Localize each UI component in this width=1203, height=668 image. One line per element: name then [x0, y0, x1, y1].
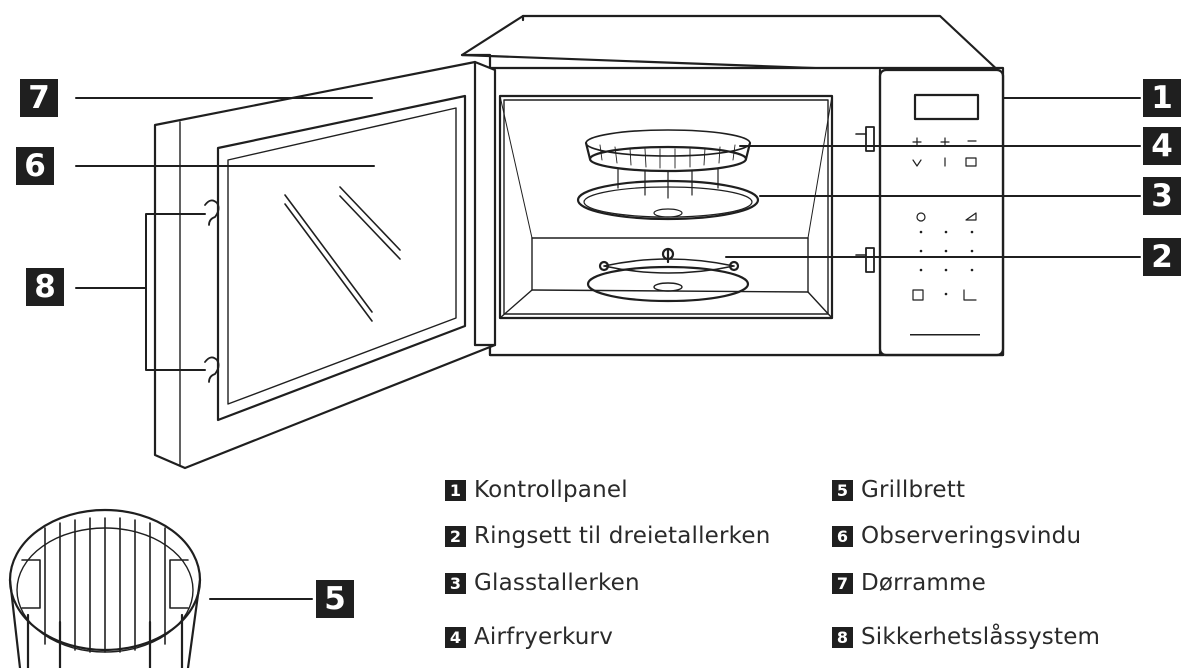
callout-2: 2 [1143, 238, 1181, 276]
callout-7: 7 [20, 79, 58, 117]
latch-slot-upper [865, 126, 875, 152]
callout-5: 5 [316, 580, 354, 618]
legend-badge: 8 [832, 626, 853, 648]
callout-3: 3 [1143, 177, 1181, 215]
grill-rack [8, 508, 202, 668]
legend-badge: 1 [445, 479, 466, 501]
microwave-body [460, 14, 1005, 357]
legend-label: Grillbrett [861, 477, 966, 503]
legend-label: Kontrollpanel [474, 477, 628, 503]
legend-badge: 6 [832, 525, 853, 547]
legend-item: 5 Grillbrett [832, 477, 965, 503]
latch-slot-lower [865, 247, 875, 273]
airfryer-basket [584, 129, 752, 199]
door-hooks [204, 199, 220, 383]
legend-label: Glasstallerken [474, 570, 640, 596]
leader-lines [75, 97, 1141, 600]
oven-cavity [498, 94, 834, 320]
legend-item: 8 Sikkerhetslåssystem [832, 624, 1100, 650]
glass-plate [576, 179, 760, 221]
legend-label: Observeringsvindu [861, 523, 1082, 549]
legend-label: Ringsett til dreietallerken [474, 523, 771, 549]
callout-1: 1 [1143, 79, 1181, 117]
legend-label: Airfryerkurv [474, 624, 614, 650]
legend-item: 6 Observeringsvindu [832, 523, 1081, 549]
legend-badge: 4 [445, 626, 466, 648]
callout-4: 4 [1143, 127, 1181, 165]
legend-badge: 2 [445, 525, 466, 547]
observation-window [216, 94, 467, 422]
legend-item: 1 Kontrollpanel [445, 477, 628, 503]
callout-8: 8 [26, 268, 64, 306]
door [153, 60, 497, 470]
legend-badge: 5 [832, 479, 853, 501]
legend-item: 3 Glasstallerken [445, 570, 640, 596]
legend-label: Dørramme [861, 570, 986, 596]
callout-6: 6 [16, 147, 54, 185]
control-panel [878, 68, 1005, 357]
legend-badge: 3 [445, 572, 466, 594]
legend-item: 7 Dørramme [832, 570, 986, 596]
legend-item: 4 Airfryerkurv [445, 624, 613, 650]
legend-label: Sikkerhetslåssystem [861, 624, 1101, 650]
roller-ring [586, 247, 750, 303]
legend-badge: 7 [832, 572, 853, 594]
legend-item: 2 Ringsett til dreietallerken [445, 523, 771, 549]
